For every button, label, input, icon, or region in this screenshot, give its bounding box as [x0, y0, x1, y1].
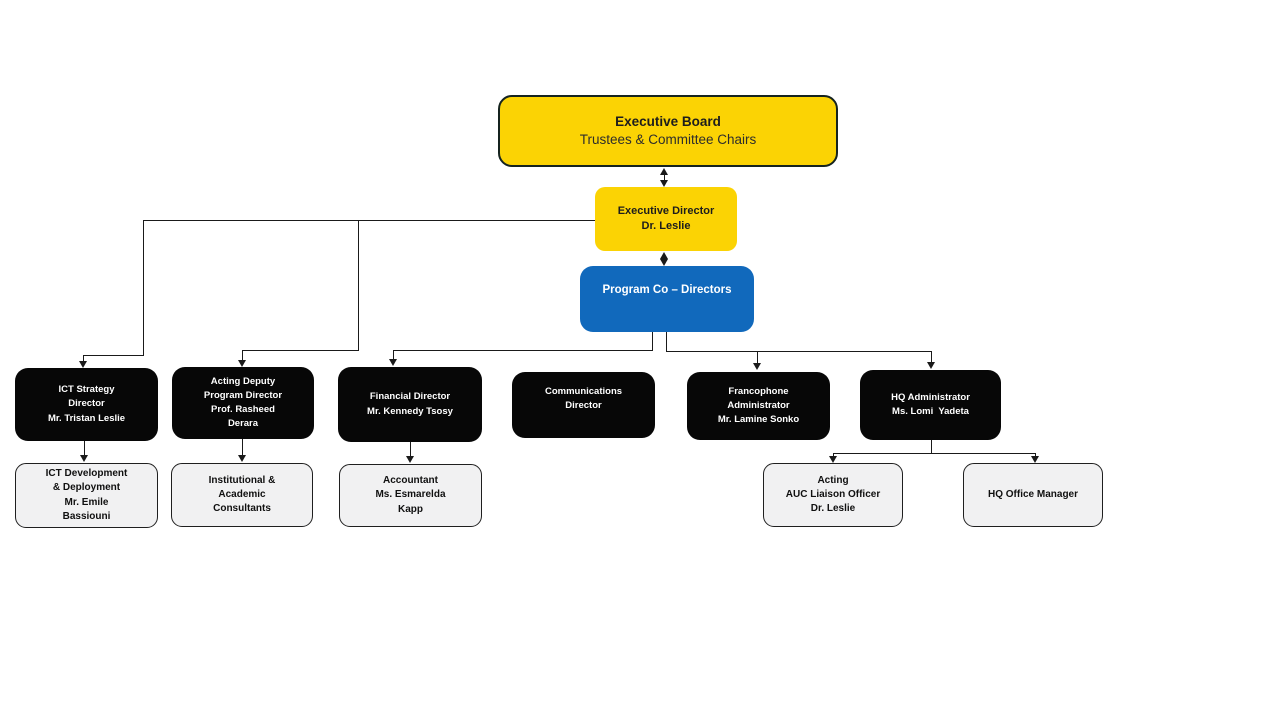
arrow-down-icon: [406, 456, 414, 463]
node-line: Consultants: [213, 503, 271, 515]
org-node-program-co-directors: Program Co – Directors: [580, 266, 754, 332]
connector-line: [652, 332, 653, 350]
node-line: Financial Director: [369, 391, 451, 403]
node-line: Mr. Kennedy Tsosy: [367, 405, 453, 417]
arrow-down-icon: [80, 455, 88, 462]
connector-line: [931, 440, 932, 453]
node-line: Director: [565, 400, 602, 411]
connector-line: [757, 351, 758, 364]
connector-line: [664, 173, 665, 182]
org-node-ict-development-deployment: ICT Development & Deployment Mr. Emile B…: [15, 463, 158, 528]
node-line: Administrator: [727, 399, 790, 411]
node-line: Dr. Leslie: [641, 220, 691, 232]
connector-line: [242, 350, 243, 361]
connector-line: [242, 439, 243, 455]
double-arrow-up-icon: [660, 168, 668, 175]
node-line: HQ Administrator: [891, 391, 970, 403]
arrow-down-icon: [389, 359, 397, 366]
connector-line: [393, 350, 394, 360]
org-node-accountant: Accountant Ms. Esmarelda Kapp: [339, 464, 482, 527]
arrow-down-icon: [829, 456, 837, 463]
node-line: Executive Director: [617, 205, 715, 218]
connector-line: [833, 453, 834, 457]
node-line: ICT Development: [45, 468, 128, 480]
org-node-hq-office-manager: HQ Office Manager: [963, 463, 1103, 527]
node-line: Francophone: [728, 385, 789, 397]
connector-line: [931, 351, 932, 363]
node-line: Bassiouni: [62, 510, 111, 522]
connector-line: [84, 441, 85, 455]
node-title: Executive Board: [615, 113, 721, 129]
node-line: Ms. Lomi Yadeta: [892, 406, 969, 417]
org-node-executive-board: Executive Board Trustees & Committee Cha…: [498, 95, 838, 167]
node-line: Institutional &: [208, 474, 276, 486]
connector-line: [242, 350, 359, 351]
node-line: Dr. Leslie: [810, 503, 856, 515]
org-node-ict-strategy-director: ICT Strategy Director Mr. Tristan Leslie: [15, 368, 158, 441]
arrow-down-icon: [753, 363, 761, 370]
connector-line: [393, 350, 653, 351]
node-subtitle: Trustees & Committee Chairs: [579, 132, 757, 147]
connector-line: [666, 351, 932, 352]
arrow-down-icon: [79, 361, 87, 368]
node-line: Program Director: [203, 389, 283, 401]
connector-line: [83, 355, 84, 362]
org-node-acting-deputy-program-director: Acting Deputy Program Director Prof. Ras…: [172, 367, 314, 439]
connector-line: [143, 220, 595, 221]
arrow-down-icon: [1031, 456, 1039, 463]
double-arrow-down-icon: [660, 259, 668, 266]
node-line: Director: [68, 398, 105, 410]
connector-line: [358, 220, 359, 350]
connector-line: [664, 256, 665, 261]
node-line: Mr. Emile: [64, 496, 109, 508]
connector-line: [666, 332, 667, 351]
node-line: AUC Liaison Officer: [785, 488, 881, 500]
arrow-down-icon: [238, 455, 246, 462]
node-line: Ms. Esmarelda: [375, 489, 446, 501]
arrow-down-icon: [927, 362, 935, 369]
node-line: Mr. Tristan Leslie: [47, 412, 126, 424]
node-line: Kapp: [398, 503, 423, 515]
node-line: & Deployment: [52, 482, 121, 494]
org-node-institutional-academic-consultants: Institutional & Academic Consultants: [171, 463, 313, 527]
node-line: HQ Office Manager: [987, 488, 1079, 500]
connector-line: [1035, 453, 1036, 457]
double-arrow-up-icon: [660, 252, 668, 259]
node-line: Mr. Lamine Sonko: [717, 414, 800, 426]
node-line: Acting Deputy: [210, 375, 276, 387]
node-line: Acting: [817, 474, 849, 486]
node-line: Accountant: [383, 475, 438, 487]
node-line: Academic: [218, 488, 266, 500]
connector-line: [143, 220, 144, 355]
org-node-acting-auc-liaison-officer: Acting AUC Liaison Officer Dr. Leslie: [763, 463, 903, 527]
org-node-communications-director: Communications Director: [512, 372, 655, 438]
node-line: Derara: [227, 418, 259, 430]
org-node-executive-director: Executive Director Dr. Leslie: [595, 187, 737, 251]
node-line: Prof. Rasheed: [211, 404, 275, 415]
node-line: Communications: [544, 385, 623, 397]
org-node-financial-director: Financial Director Mr. Kennedy Tsosy: [338, 367, 482, 442]
org-node-francophone-administrator: Francophone Administrator Mr. Lamine Son…: [687, 372, 830, 440]
org-node-hq-administrator: HQ Administrator Ms. Lomi Yadeta: [860, 370, 1001, 440]
node-line: ICT Strategy: [58, 384, 115, 396]
connector-line: [833, 453, 1035, 454]
arrow-down-icon: [238, 360, 246, 367]
double-arrow-down-icon: [660, 180, 668, 187]
connector-line: [83, 355, 144, 356]
node-line: Program Co – Directors: [602, 284, 732, 296]
connector-line: [410, 442, 411, 456]
